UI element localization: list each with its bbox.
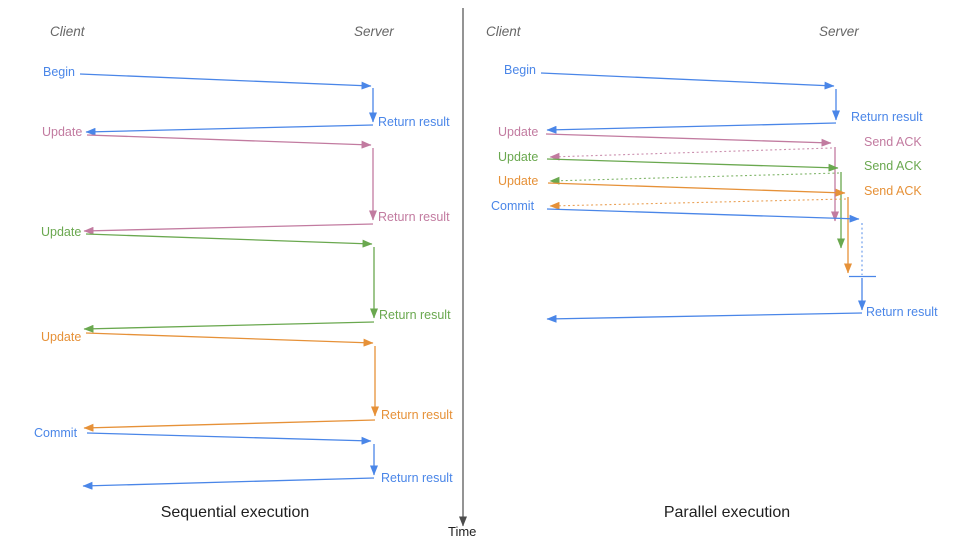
seq-begin-label: Begin <box>43 65 75 79</box>
par-commit-result-label: Return result <box>866 305 938 319</box>
par-begin-label: Begin <box>504 63 536 77</box>
seq-update3-arrows <box>83 332 379 432</box>
seq-update1-arrows <box>83 134 377 235</box>
seq-commit-arrows <box>82 432 378 490</box>
par-update1-label: Update <box>498 125 539 139</box>
par-client-header: Client <box>486 24 521 39</box>
par-update3-ack-label: Send ACK <box>864 184 922 198</box>
seq-update2-label: Update <box>41 225 82 239</box>
seq-server-header: Server <box>354 24 394 39</box>
sequential-title: Sequential execution <box>160 504 310 521</box>
par-begin-arrows <box>540 72 840 134</box>
par-server-header: Server <box>819 24 859 39</box>
par-commit-label: Commit <box>491 199 535 213</box>
seq-begin-arrows <box>79 73 377 136</box>
par-update2-arrows <box>546 158 845 249</box>
parallel-title: Parallel execution <box>663 504 791 521</box>
par-update1-ack-label: Send ACK <box>864 135 922 149</box>
parallel-arrows <box>540 72 876 323</box>
seq-commit-result-label: Return result <box>381 471 453 485</box>
par-commit-arrows <box>546 208 876 323</box>
sequential-arrows <box>79 73 379 490</box>
seq-update2-arrows <box>83 233 378 333</box>
seq-commit-label: Commit <box>34 426 78 440</box>
seq-update1-result-label: Return result <box>378 210 450 224</box>
par-update1-arrows <box>545 133 839 222</box>
seq-client-header: Client <box>50 24 85 39</box>
time-axis-label: Time <box>448 524 477 539</box>
par-begin-result-label: Return result <box>851 110 923 124</box>
seq-update2-result-label: Return result <box>379 308 451 322</box>
par-update2-ack-label: Send ACK <box>864 159 922 173</box>
seq-begin-result-label: Return result <box>378 115 450 129</box>
seq-update1-label: Update <box>42 125 83 139</box>
par-update3-label: Update <box>498 174 539 188</box>
par-update3-arrows <box>547 182 852 274</box>
seq-update3-label: Update <box>41 330 82 344</box>
par-update2-label: Update <box>498 150 539 164</box>
seq-update3-result-label: Return result <box>381 408 453 422</box>
